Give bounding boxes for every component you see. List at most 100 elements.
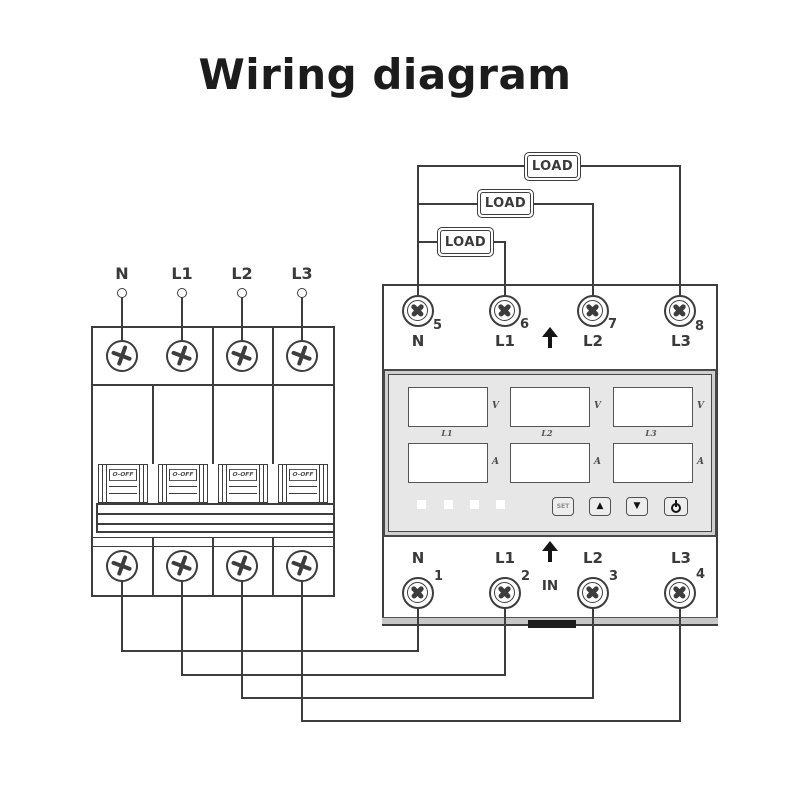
supply-node [117,288,127,298]
wire-l1-run [181,674,506,676]
wire-breaker-l1-down [181,566,183,676]
breaker-divider [212,547,214,597]
breaker-divider [152,385,154,464]
set-button: SET [552,497,574,516]
supply-label-n: N [115,264,129,283]
wire-meter-l1-in [504,605,506,676]
wire-l2-run [241,697,594,699]
led-indicator [444,500,453,509]
breaker-divider [212,385,214,464]
load-box: LOAD [477,189,534,218]
breaker-divider [212,326,214,385]
supply-node [237,288,247,298]
meter-terminal-icon [664,577,696,609]
din-rail-clip [528,620,576,628]
wire-supply-n [121,297,123,357]
switch-label: O-OFF [289,469,317,481]
breaker-tie-bar [96,503,335,533]
wire-load2-left [417,203,479,205]
lcd-voltage-l3 [613,387,693,427]
meter-terminal-icon [489,577,521,609]
wire-meter-n-in [417,605,419,652]
breaker-divider [272,326,274,385]
terminal-label: L3 [671,332,691,350]
wire-load1-right [579,165,681,167]
switch-label: O-OFF [169,469,197,481]
up-arrow-icon [542,541,558,562]
lcd-current-l3 [613,443,693,483]
wire-breaker-n-down [121,566,123,652]
page-title: Wiring diagram [198,50,572,99]
wire-load-l2 [592,204,594,298]
wire-supply-l2 [241,297,243,357]
meter-terminal-icon [664,295,696,327]
wire-load3-left [417,241,439,243]
in-label: IN [541,578,559,594]
breaker-lower-band [91,537,335,547]
up-arrow-icon [542,327,558,348]
terminal-label: L2 [583,549,603,567]
breaker-divider [272,385,274,464]
led-indicator [470,500,479,509]
lcd-voltage-l2 [510,387,590,427]
supply-node [177,288,187,298]
supply-label-l3: L3 [291,264,313,283]
terminal-number: 6 [520,317,530,332]
breaker-switch: O-OFF [98,464,148,503]
load-box: LOAD [524,152,581,181]
meter-terminal-icon [402,577,434,609]
terminal-number: 5 [433,318,443,333]
load-box: LOAD [437,227,494,257]
wire-l3-run [301,720,681,722]
supply-label-l2: L2 [231,264,253,283]
load-label: LOAD [440,230,491,254]
led-indicator [496,500,505,509]
supply-node [297,288,307,298]
meter-terminal-icon [402,295,434,327]
terminal-number: 4 [696,567,706,582]
breaker-divider [152,547,154,597]
terminal-label: L1 [495,332,515,350]
breaker-switch: O-OFF [218,464,268,503]
wire-meter-l2-in [592,605,594,699]
wire-n-run [121,650,419,652]
terminal-label: L3 [671,549,691,567]
wire-load-l3 [679,166,681,298]
amp-unit-label: A [594,457,601,467]
phase-label: L2 [541,428,553,438]
lcd-current-l2 [510,443,590,483]
led-indicator [417,500,426,509]
meter-terminal-icon [577,295,609,327]
volt-unit-label: V [594,401,601,411]
lcd-voltage-l1 [408,387,488,427]
terminal-number: 1 [434,569,444,584]
lcd-current-l1 [408,443,488,483]
terminal-number: 8 [695,319,705,334]
breaker-divider [272,547,274,597]
switch-label: O-OFF [229,469,257,481]
power-icon [671,500,682,513]
terminal-label: N [411,549,425,567]
terminal-number: 2 [521,569,531,584]
terminal-label: N [411,332,425,350]
power-button [664,497,688,516]
amp-unit-label: A [697,457,704,467]
amp-unit-label: A [492,457,499,467]
phase-label: L1 [441,428,453,438]
volt-unit-label: V [697,401,704,411]
wire-load-l1 [504,242,506,298]
volt-unit-label: V [492,401,499,411]
wire-load-neutral [417,166,419,298]
wire-load3-right [491,241,506,243]
wire-meter-l3-in [679,605,681,722]
phase-label: L3 [645,428,657,438]
breaker-switch: O-OFF [158,464,208,503]
load-label: LOAD [527,155,578,178]
breaker-switch: O-OFF [278,464,328,503]
switch-label: O-OFF [109,469,137,481]
terminal-number: 7 [608,317,618,332]
load-label: LOAD [480,192,531,215]
terminal-number: 3 [609,569,619,584]
wire-breaker-l2-down [241,566,243,699]
